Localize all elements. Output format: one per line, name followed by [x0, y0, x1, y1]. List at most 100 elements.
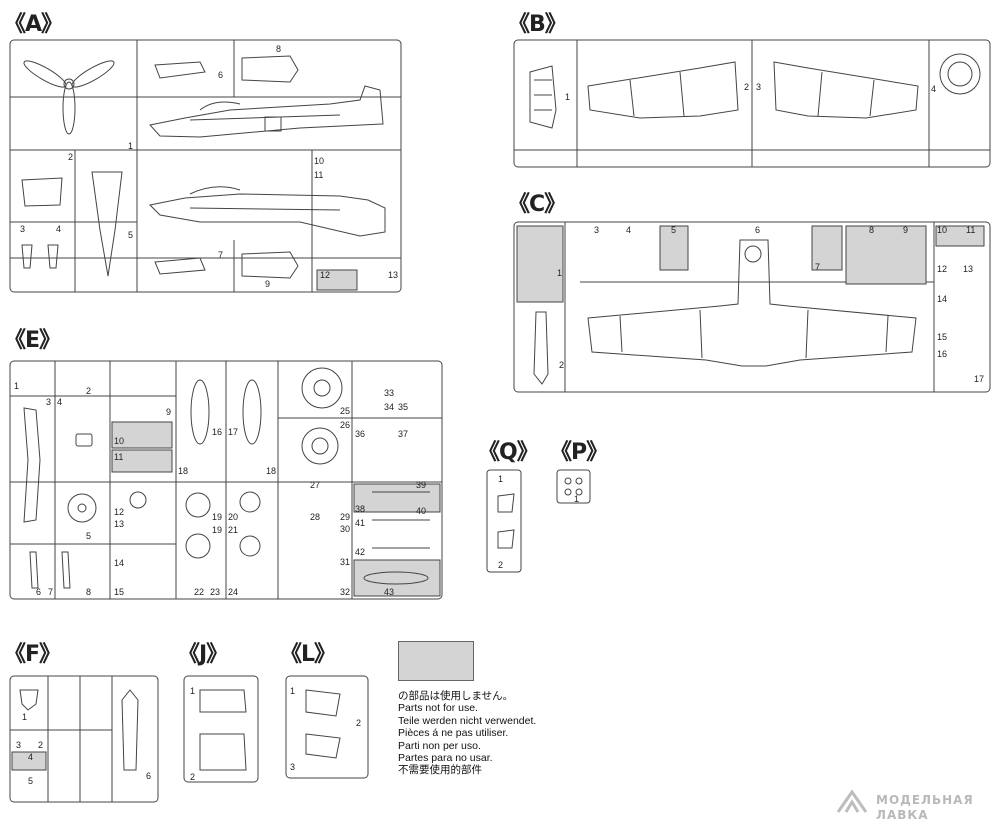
- part-number-c-10: 10: [937, 225, 947, 235]
- exhaust-part: [154, 61, 206, 79]
- part-number-e-24: 24: [228, 587, 238, 597]
- sprue-title-j: 《J》: [178, 642, 228, 667]
- part-number-a-11: 11: [314, 170, 323, 180]
- part-number-e-34: 34: [384, 402, 394, 412]
- part-number-c-7: 7: [815, 262, 820, 272]
- wheel-part: [185, 492, 211, 518]
- part-number-a-12: 12: [320, 270, 330, 280]
- unused-part-box: [811, 225, 843, 271]
- watermark-logo-icon: [836, 789, 868, 813]
- unused-parts-legend: の部品は使用しません。 Parts not for use. Teile wer…: [398, 690, 536, 777]
- part-number-f-5: 5: [28, 776, 33, 786]
- part-number-e-39: 39: [416, 480, 426, 490]
- part-number-e-1: 1: [14, 381, 19, 391]
- sprue-c: [513, 221, 991, 393]
- part-number-e-21: 21: [228, 525, 238, 535]
- part-number-e-25: 25: [340, 406, 350, 416]
- watermark-line-1: МОДЕЛЬНАЯ: [876, 793, 974, 807]
- unused-part-box: [111, 449, 173, 473]
- cockpit-floor-part: [91, 171, 123, 277]
- watermark-line-2: ЛАВКА: [876, 808, 929, 822]
- part-number-e-18: 18: [266, 466, 276, 476]
- engine-fan-part: [67, 493, 97, 523]
- sprue-title-l: 《L》: [280, 642, 336, 667]
- part-number-e-33: 33: [384, 388, 394, 398]
- cowl-part: [241, 55, 299, 83]
- part-number-c-9: 9: [903, 225, 908, 235]
- sprue-f: [9, 675, 159, 803]
- engine-block-part: [199, 689, 247, 713]
- part-number-e-10: 10: [114, 436, 124, 446]
- engine-face-part: [939, 53, 981, 95]
- part-number-c-12: 12: [937, 264, 947, 274]
- part-number-b-4: 4: [931, 84, 936, 94]
- part-number-e-23: 23: [210, 587, 220, 597]
- unused-part-box: [845, 225, 927, 285]
- legend-line-de: Teile werden nicht verwendet.: [398, 714, 537, 727]
- part-number-a-7: 7: [218, 250, 223, 260]
- sprue-p: [556, 469, 591, 504]
- exhaust-part: [154, 257, 206, 275]
- part-number-c-8: 8: [869, 225, 874, 235]
- flap-part: [305, 689, 341, 717]
- part-number-e-11: 11: [114, 452, 123, 462]
- part-number-l-1: 1: [290, 686, 295, 696]
- legend-line-es: Partes para no usar.: [398, 752, 493, 765]
- part-number-e-26: 26: [340, 420, 350, 430]
- legend-line-it: Parti non per uso.: [398, 739, 481, 752]
- legend-line-zh: 不需要使用的部件: [398, 764, 482, 777]
- part-number-e-41: 41: [355, 518, 365, 528]
- part-number-b-2: 2: [744, 82, 749, 92]
- sprue-e: [9, 360, 443, 600]
- legend-line-en: Parts not for use.: [398, 702, 478, 715]
- part-number-c-4: 4: [626, 225, 631, 235]
- part-number-c-15: 15: [937, 332, 947, 342]
- unused-part-box: [111, 421, 173, 449]
- part-number-a-6: 6: [218, 70, 223, 80]
- part-number-e-14: 14: [114, 558, 124, 568]
- sprue-c-frame: [513, 221, 991, 393]
- legend-line-fr: Pièces á ne pas utiliser.: [398, 727, 509, 740]
- drop-tank-half: [190, 379, 210, 445]
- sprue-j-frame: [183, 675, 259, 783]
- unused-part-box: [316, 269, 358, 291]
- clear-lens-part: [575, 488, 583, 496]
- wheel-part: [129, 491, 147, 509]
- part-number-e-40: 40: [416, 506, 426, 516]
- part-number-l-3: 3: [290, 762, 295, 772]
- fuselage-half-lower: [148, 186, 386, 237]
- part-number-f-2: 2: [38, 740, 43, 750]
- unused-part-box: [353, 559, 441, 597]
- landing-gear-part: [61, 551, 71, 589]
- part-number-c-14: 14: [937, 294, 947, 304]
- part-number-e-8: 8: [86, 587, 91, 597]
- part-number-e-17: 17: [228, 427, 238, 437]
- engine-front-part: [301, 367, 343, 409]
- legend-line-ja: の部品は使用しません。: [398, 690, 514, 702]
- part-number-a-8: 8: [276, 44, 281, 54]
- part-number-a-4: 4: [56, 224, 61, 234]
- part-number-e-2: 2: [86, 386, 91, 396]
- cowl-part: [241, 251, 299, 279]
- sprue-p-frame: [556, 469, 591, 504]
- part-number-f-1: 1: [22, 712, 27, 722]
- sprue-b: [513, 39, 991, 168]
- part-number-e-37: 37: [398, 429, 408, 439]
- drop-tank-half: [242, 379, 262, 445]
- part-number-e-27: 27: [310, 480, 320, 490]
- sprue-l: [285, 675, 369, 779]
- part-number-f-6: 6: [146, 771, 151, 781]
- part-number-e-22: 22: [194, 587, 204, 597]
- part-number-q-1: 1: [498, 474, 503, 484]
- part-number-a-9: 9: [265, 279, 270, 289]
- part-number-e-18: 18: [178, 466, 188, 476]
- unused-part-box: [659, 225, 689, 271]
- part-number-e-7: 7: [48, 587, 53, 597]
- sprue-q: [486, 469, 522, 573]
- sprue-title-f: 《F》: [4, 642, 61, 667]
- part-number-j-2: 2: [190, 772, 195, 782]
- part-number-c-11: 11: [966, 225, 975, 235]
- part-number-e-20: 20: [228, 512, 238, 522]
